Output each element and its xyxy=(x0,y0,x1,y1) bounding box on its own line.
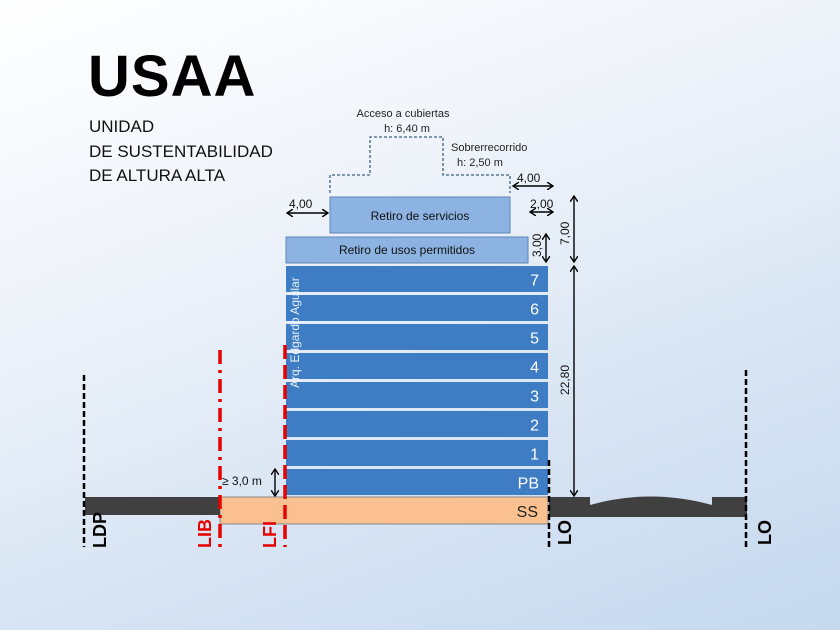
lo-left-label: LO xyxy=(555,520,575,545)
floor-label: PB xyxy=(518,476,539,493)
roof-access-outline xyxy=(329,136,511,193)
permitted-label: Retiro de usos permitidos xyxy=(339,243,475,257)
floor-label: 6 xyxy=(530,302,539,319)
left-setback-value: 4,00 xyxy=(289,197,313,211)
basement xyxy=(219,496,549,525)
floor-5 xyxy=(286,324,548,350)
floor-1 xyxy=(286,440,548,466)
floor-label: 2 xyxy=(530,418,539,435)
roof-access-label: Acceso a cubiertas xyxy=(357,108,450,120)
top-height-value: 7,00 xyxy=(558,221,572,245)
services-label: Retiro de servicios xyxy=(371,209,470,223)
main-height-value: 22,80 xyxy=(558,365,572,395)
left-sidewalk xyxy=(85,497,220,515)
floor-4 xyxy=(286,353,548,379)
subtitle-line-3: DE ALTURA ALTA xyxy=(89,166,226,185)
services-block xyxy=(329,196,511,234)
floor-label: 1 xyxy=(530,447,539,464)
floor-label: 5 xyxy=(530,331,539,348)
floor-6 xyxy=(286,295,548,321)
right-setback-value: 2,00 xyxy=(530,197,554,211)
right-top-setback-value: 4,00 xyxy=(517,171,541,185)
permitted-block xyxy=(285,236,529,264)
title: USAA xyxy=(88,44,257,109)
floor-label: 4 xyxy=(530,360,539,377)
overrun-label: Sobrerrecorrido xyxy=(451,142,527,154)
lfi-label: LFI xyxy=(260,521,280,548)
subtitle-line-2: DE SUSTENTABILIDAD xyxy=(89,142,273,161)
lib-label: LIB xyxy=(195,519,215,548)
permitted-height-value: 3,00 xyxy=(530,233,544,257)
clearance-value: ≥ 3,0 m xyxy=(222,474,262,488)
basement-label: SS xyxy=(517,504,538,521)
lo-right-label: LO xyxy=(755,520,775,545)
subtitle-line-1: UNIDAD xyxy=(89,117,155,136)
overrun-height: h: 2,50 m xyxy=(457,157,503,169)
floor-3 xyxy=(286,382,548,408)
floor-2 xyxy=(286,411,548,437)
author-credit: Arq. Edgardo Aguilar xyxy=(288,277,302,388)
floor-7 xyxy=(286,266,548,292)
street xyxy=(549,496,747,517)
floor-pb xyxy=(286,469,548,495)
roof-access-height: h: 6,40 m xyxy=(384,123,430,135)
floor-label: 7 xyxy=(530,273,539,290)
ldp-label: LDP xyxy=(90,512,110,548)
floor-label: 3 xyxy=(530,389,539,406)
